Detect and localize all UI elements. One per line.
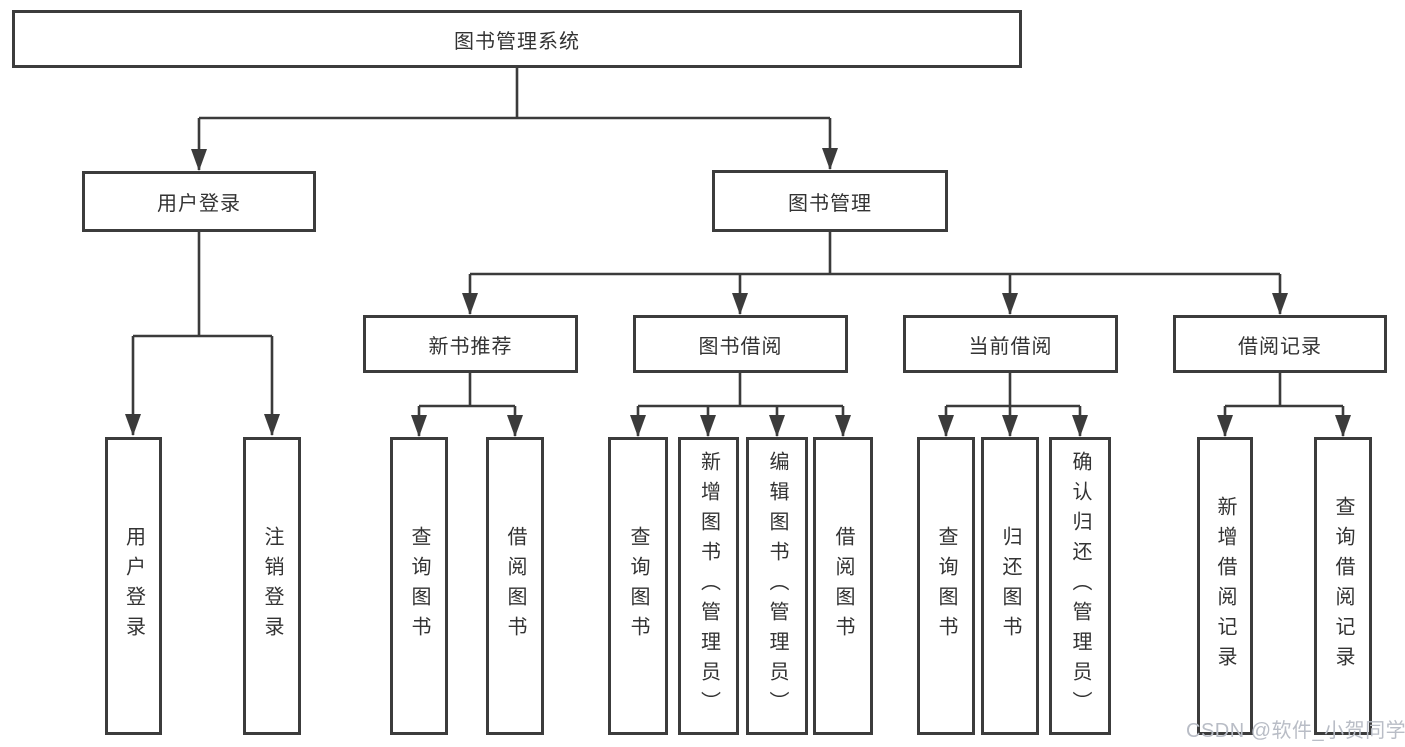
node-current-borrow-label: 当前借阅 [968,335,1053,358]
leaf-edit-books-admin-label: 编辑图书（管理员） [766,451,788,721]
leaf-edit-books-admin: 编辑图书（管理员） [746,437,808,735]
node-book-management-label: 图书管理 [788,192,872,215]
watermark: CSDN @软件_小贺同学 [1186,720,1405,742]
node-borrow-records: 借阅记录 [1173,315,1387,373]
node-book-borrow-label: 图书借阅 [698,335,783,358]
leaf-add-books-admin: 新增图书（管理员） [678,437,739,735]
node-book-borrow: 图书借阅 [633,315,848,373]
leaf-logout-label: 注销登录 [261,526,283,646]
leaf-return-books: 归还图书 [981,437,1039,735]
leaf-query-borrow-record-label: 查询借阅记录 [1332,496,1354,676]
leaf-return-books-label: 归还图书 [999,526,1021,646]
leaf-query-books-current: 查询图书 [917,437,975,735]
leaf-logout: 注销登录 [243,437,301,735]
node-new-book-recommend-label: 新书推荐 [428,335,513,358]
leaf-add-books-admin-label: 新增图书（管理员） [697,451,720,721]
leaf-borrow-books-recommend: 借阅图书 [486,437,544,735]
leaf-user-login: 用户登录 [105,437,162,735]
node-root: 图书管理系统 [12,10,1022,68]
leaf-borrow-books-label: 借阅图书 [832,526,854,646]
node-user-login-label: 用户登录 [157,193,241,215]
leaf-query-books-borrow: 查询图书 [608,437,668,735]
node-current-borrow: 当前借阅 [903,315,1118,373]
leaf-confirm-return-admin-label: 确认归还（管理员） [1069,451,1091,721]
leaf-query-books-recommend-label: 查询图书 [408,526,430,646]
leaf-add-borrow-record-label: 新增借阅记录 [1214,496,1236,676]
leaf-borrow-books: 借阅图书 [813,437,873,735]
node-new-book-recommend: 新书推荐 [363,315,578,373]
node-user-login: 用户登录 [82,171,316,232]
leaf-query-books-recommend: 查询图书 [390,437,448,735]
leaf-user-login-label: 用户登录 [122,526,145,646]
node-root-label: 图书管理系统 [454,30,580,53]
leaf-query-borrow-record: 查询借阅记录 [1314,437,1372,735]
node-borrow-records-label: 借阅记录 [1238,335,1322,358]
leaf-confirm-return-admin: 确认归还（管理员） [1049,437,1111,735]
leaf-borrow-books-recommend-label: 借阅图书 [504,526,526,646]
leaf-query-books-borrow-label: 查询图书 [627,526,649,646]
leaf-add-borrow-record: 新增借阅记录 [1197,437,1253,735]
node-book-management: 图书管理 [712,170,948,232]
leaf-query-books-current-label: 查询图书 [935,526,957,646]
